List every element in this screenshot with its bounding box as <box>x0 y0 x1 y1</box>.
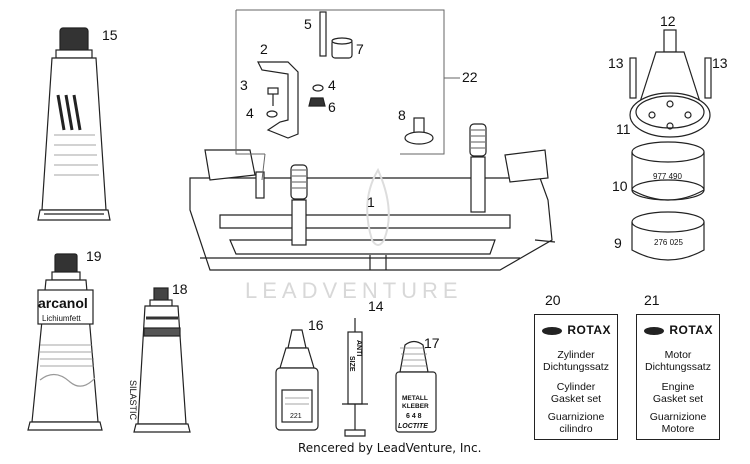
callout-13-left: 13 <box>608 55 624 71</box>
card-brand: ROTAX <box>567 323 611 337</box>
pin-5-drawing <box>319 11 327 57</box>
bottle-16-label: 221 <box>290 413 302 420</box>
callout-8: 8 <box>398 107 406 123</box>
bottle-16-drawing <box>275 329 319 431</box>
card-line-4: Gasket set <box>652 393 704 405</box>
callout-17: 17 <box>424 335 440 351</box>
ring-10-label: 977 490 <box>653 172 682 181</box>
callout-9: 9 <box>614 235 622 251</box>
hardware-3-4-6-drawing <box>266 84 326 118</box>
card-brand: ROTAX <box>669 323 713 337</box>
callout-22: 22 <box>462 69 478 85</box>
callout-18: 18 <box>172 281 188 297</box>
callout-5: 5 <box>304 16 312 32</box>
callout-19: 19 <box>86 248 102 264</box>
tube-19-drawing <box>27 253 103 431</box>
bracket-2-drawing <box>257 61 299 139</box>
bottle-17-label-d: LOCTITE <box>398 423 428 430</box>
callout-1: 1 <box>367 194 375 210</box>
callout-12: 12 <box>660 13 676 29</box>
callout-15: 15 <box>102 27 118 43</box>
bottle-17-label-a: METALL <box>402 395 428 402</box>
card-brand-bar: ROTAX <box>643 323 713 341</box>
syringe-14-drawing <box>342 318 368 437</box>
card-brand-bar: ROTAX <box>541 323 611 341</box>
callout-4-left: 4 <box>246 105 254 121</box>
callout-14: 14 <box>368 298 384 314</box>
card-line-5: Guarnizione <box>649 411 707 423</box>
bottle-17-label-c: 6 4 8 <box>406 413 422 420</box>
tube-18-label: SILASTIC <box>128 380 138 421</box>
tube-18-drawing <box>133 287 191 433</box>
ring-10-drawing <box>631 141 705 201</box>
card-line-1: Motor <box>664 349 692 361</box>
card-line-1: Zylinder <box>557 349 595 361</box>
part-8-drawing <box>404 117 434 145</box>
puller-11-12-drawing <box>629 29 712 138</box>
card-line-6: cilindro <box>559 423 593 435</box>
group-22-outline <box>235 9 445 155</box>
card-line-3: Engine <box>661 381 695 393</box>
card-line-2: Dichtungssatz <box>543 361 609 373</box>
bushing-7-drawing <box>331 37 353 59</box>
callout-6: 6 <box>328 99 336 115</box>
ring-9-drawing <box>631 211 705 261</box>
callout-11: 11 <box>616 121 631 137</box>
callout-21: 21 <box>644 292 660 308</box>
tube-15-drawing <box>37 27 111 221</box>
callout-7: 7 <box>356 41 364 57</box>
tube-19-brand: arcanol <box>38 295 88 311</box>
callout-4-right: 4 <box>328 77 336 93</box>
card-line-6: Motore <box>661 423 695 435</box>
watermark-flame <box>366 167 390 246</box>
syringe-14-label-b: SIZE <box>348 356 355 372</box>
watermark: LEADVENTURE <box>245 278 463 303</box>
tube-19-subtitle: Lichiumfett <box>42 314 81 323</box>
card-line-2: Dichtungssatz <box>645 361 711 373</box>
ring-9-label: 276 025 <box>654 238 683 247</box>
card-line-4: Gasket set <box>550 393 602 405</box>
card-line-3: Cylinder <box>556 381 596 393</box>
callout-10: 10 <box>612 178 628 194</box>
gasket-card-cylinder: ROTAX Zylinder Dichtungssatz Cylinder Ga… <box>534 314 618 440</box>
card-line-5: Guarnizione <box>547 411 605 423</box>
syringe-14-label-a: ANTI <box>355 340 362 357</box>
footer-credit: Rencered by LeadVenture, Inc. <box>298 441 482 455</box>
rotax-logo-icon <box>542 327 562 335</box>
bottle-17-drawing <box>395 340 437 433</box>
callout-13-right: 13 <box>712 55 728 71</box>
rotax-logo-icon <box>644 327 664 335</box>
callout-16: 16 <box>308 317 324 333</box>
gasket-card-engine: ROTAX Motor Dichtungssatz Engine Gasket … <box>636 314 720 440</box>
callout-3: 3 <box>240 77 248 93</box>
bottle-17-label-b: KLEBER <box>402 403 429 410</box>
callout-2: 2 <box>260 41 268 57</box>
main-frame-drawing <box>189 123 556 271</box>
callout-20: 20 <box>545 292 561 308</box>
